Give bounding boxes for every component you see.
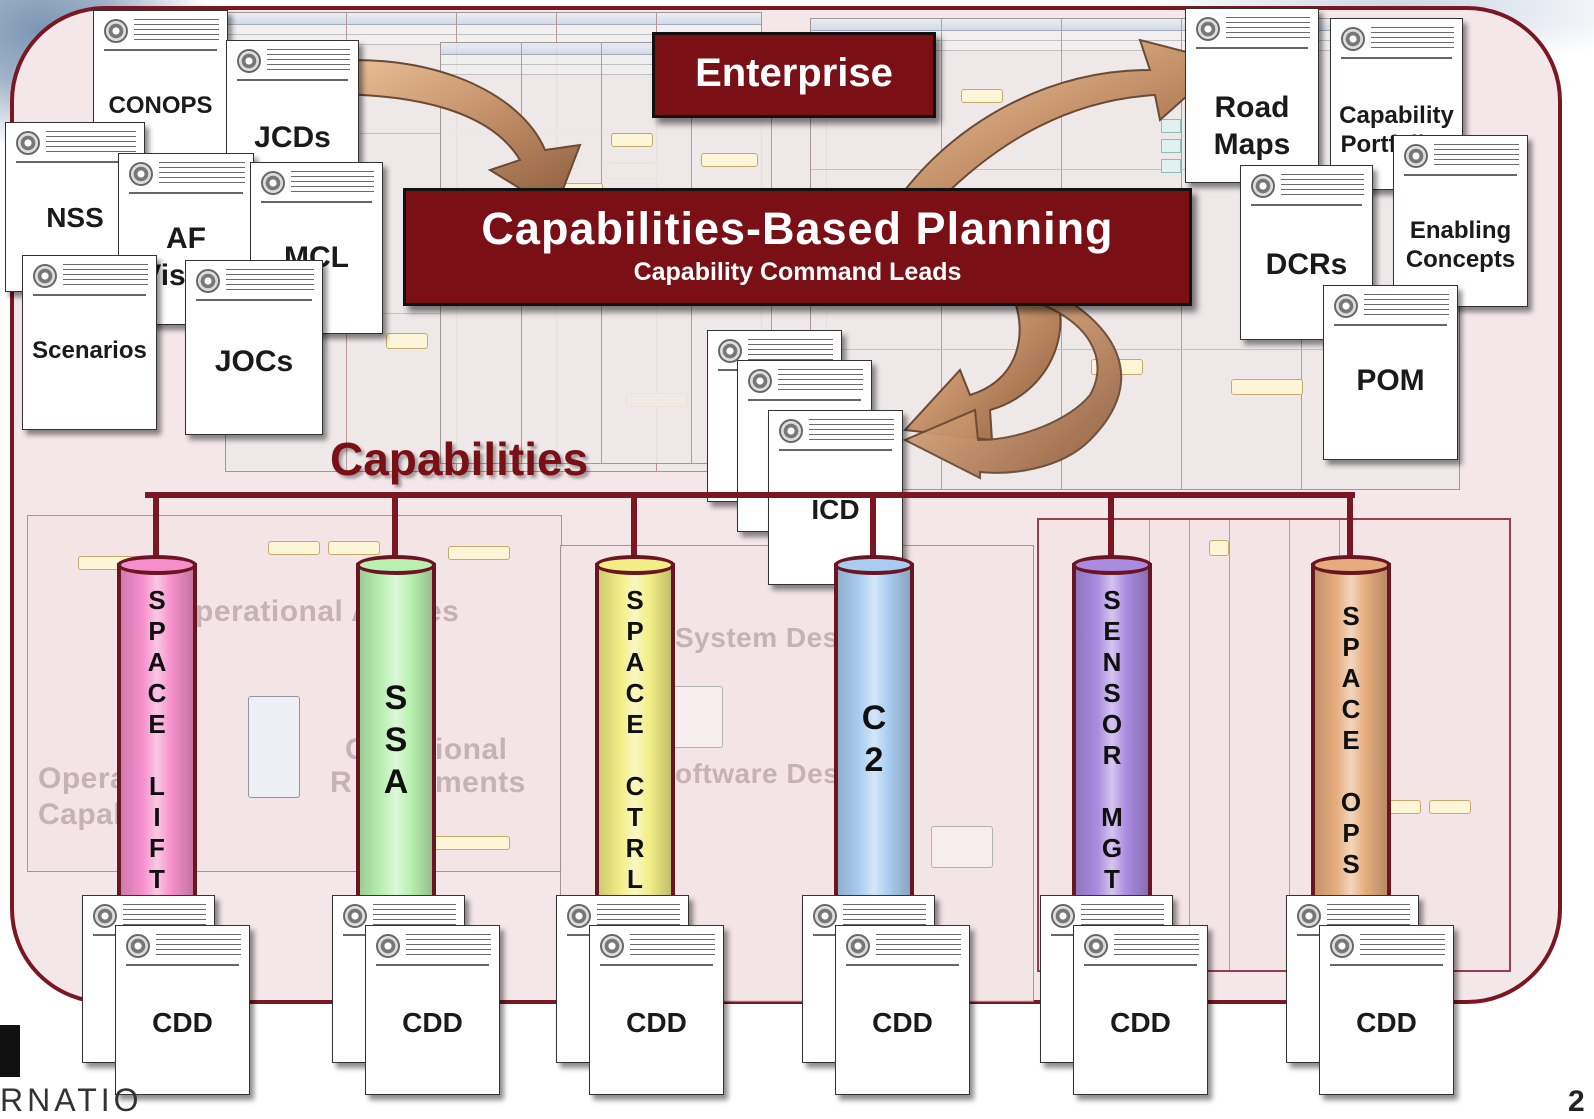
doc-cdd: CDD (589, 925, 724, 1095)
seal-icon (196, 269, 220, 293)
seal-icon (813, 904, 837, 928)
seal-icon (1251, 174, 1275, 198)
bg-text-system-design: System Des (675, 622, 839, 653)
pillar-connector-space-lift (153, 492, 159, 564)
seal-icon (1334, 294, 1358, 318)
doc-pom: POM (1323, 285, 1458, 460)
bg-text-operational-req-3: R (330, 766, 353, 799)
arrow-center-to-right (903, 38, 1228, 202)
document-label: DCRs (1265, 248, 1348, 281)
bg-text-operational-capab-2: Capab (38, 798, 133, 831)
enterprise-banner: Enterprise (652, 32, 936, 118)
pillar-connector-space-ctrl (631, 492, 637, 564)
seal-icon (93, 904, 117, 928)
document-label: CDD (1110, 1007, 1171, 1038)
seal-icon (748, 369, 772, 393)
document-label: Road Maps (1213, 91, 1291, 161)
seal-icon (1084, 934, 1108, 958)
doc-scenarios: Scenarios (22, 255, 157, 430)
pillar-space-ctrl: S P A C E C T R L (595, 555, 675, 908)
pillar-label: S P A C E O P S (1340, 601, 1362, 879)
seal-icon (126, 934, 150, 958)
doc-cdd: CDD (1073, 925, 1208, 1095)
seal-icon (343, 904, 367, 928)
pillar-sensor-mgt: S E N S O R M G T (1072, 555, 1152, 908)
seal-icon (1330, 934, 1354, 958)
document-label: JOCs (214, 345, 294, 378)
seal-icon (376, 934, 400, 958)
bg-text-operational-activities: perational A (195, 595, 374, 628)
document-label: CDD (872, 1007, 933, 1038)
seal-icon (1297, 904, 1321, 928)
seal-icon (1196, 17, 1220, 41)
background-window-use-case (27, 515, 562, 872)
doc-road-maps: Road Maps (1185, 8, 1319, 183)
arrow-down-to-icd (902, 278, 1123, 480)
document-label: CDD (626, 1007, 687, 1038)
document-label: POM (1356, 364, 1425, 397)
cbp-title: Capabilities-Based Planning (481, 203, 1114, 254)
pillar-label: S S A (383, 679, 409, 801)
document-label: CDD (402, 1007, 463, 1038)
document-label: Scenarios (32, 337, 147, 364)
bg-text-operational-req-2: ional (435, 733, 508, 766)
pillar-space-lift: S P A C E L I F T (117, 555, 197, 908)
document-label: CONOPS (108, 92, 213, 119)
seal-icon (567, 904, 591, 928)
seal-icon (104, 19, 128, 43)
seal-icon (33, 264, 57, 288)
pillar-connector-space-ops (1347, 492, 1353, 564)
pillar-label: S E N S O R M G T (1101, 585, 1123, 894)
arrow-left-to-center (299, 59, 582, 212)
doc-enabling-concepts: Enabling Concepts (1393, 135, 1528, 307)
cbp-subtitle: Capability Command Leads (633, 258, 962, 286)
seal-icon (846, 934, 870, 958)
capabilities-heading: Capabilities (330, 433, 589, 485)
document-label: ICD (811, 494, 860, 525)
document-label: CDD (152, 1007, 213, 1038)
seal-icon (1404, 144, 1428, 168)
document-label: JCDs (254, 121, 331, 154)
page-number: 2 (1568, 1085, 1585, 1118)
pillar-label: S P A C E C T R L (625, 585, 645, 894)
capability-bus-line (145, 492, 1355, 498)
pillar-space-ops: S P A C E O P S (1311, 555, 1391, 908)
pillar-connector-c2 (870, 492, 876, 564)
doc-cdd: CDD (365, 925, 500, 1095)
pillar-c2: C 2 (834, 555, 914, 908)
document-label: Enabling Concepts (1405, 217, 1516, 273)
doc-jocs: JOCs (185, 260, 323, 435)
footer-logo-text: RNATIO (0, 1082, 143, 1118)
bg-text-operational-capab-1: Opera (38, 762, 128, 795)
pillar-label: S P A C E L I F T (147, 585, 167, 894)
footer-logo-block (0, 1025, 20, 1077)
seal-icon (237, 49, 261, 73)
capabilities-based-planning-banner: Capabilities-Based Planning Capability C… (403, 188, 1192, 306)
seal-icon (1341, 27, 1365, 51)
document-label: CDD (1356, 1007, 1417, 1038)
bg-text-software-design: oftware Des (675, 758, 840, 789)
seal-icon (779, 419, 803, 443)
seal-icon (261, 171, 285, 195)
doc-cdd: CDD (835, 925, 970, 1095)
document-label: NSS (46, 202, 104, 233)
enterprise-label: Enterprise (695, 51, 893, 95)
doc-cdd: CDD (115, 925, 250, 1095)
seal-icon (16, 131, 40, 155)
pillar-ssa: S S A (356, 555, 436, 908)
doc-cdd: CDD (1319, 925, 1454, 1095)
seal-icon (718, 339, 742, 363)
pillar-connector-sensor-mgt (1108, 492, 1114, 564)
pillar-label: C 2 (861, 699, 887, 779)
seal-icon (600, 934, 624, 958)
seal-icon (129, 162, 153, 186)
seal-icon (1051, 904, 1075, 928)
bg-text-operational-req-4: ments (435, 766, 526, 799)
pillar-connector-ssa (392, 492, 398, 564)
